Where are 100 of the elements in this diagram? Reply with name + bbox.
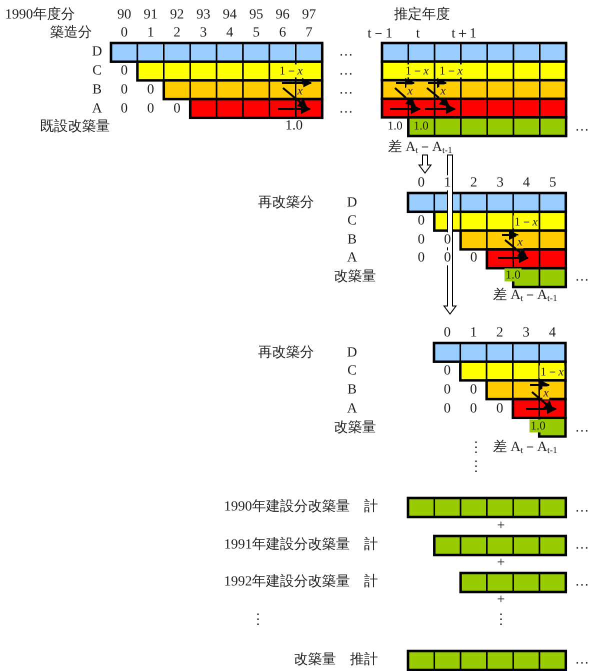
- cell-value: 1.0: [412, 119, 430, 133]
- cell-value: 0: [444, 363, 451, 379]
- year-label: t: [416, 26, 420, 42]
- cell-value: 0: [418, 250, 425, 266]
- formula-label: x: [296, 84, 304, 98]
- heading: 既設改築量: [40, 119, 110, 135]
- column-number: 0: [444, 325, 451, 341]
- formula-label: 差 A$_{t}$－A$_{t-1}$: [493, 440, 558, 456]
- column-number: 3: [496, 175, 504, 191]
- heading: 再改築分: [258, 345, 314, 361]
- cell-value: 0: [174, 101, 180, 117]
- ellipsis: …: [575, 574, 589, 590]
- column-number: 2: [470, 175, 478, 191]
- ellipsis: …: [575, 420, 589, 436]
- row-letter: C: [347, 213, 357, 229]
- row-letter: A: [346, 401, 358, 417]
- formula-label: 1－x: [513, 215, 539, 229]
- row-letter: B: [347, 382, 357, 398]
- row-letter: B: [347, 232, 357, 248]
- ellipsis: …: [339, 44, 353, 60]
- cell-value: 0: [147, 82, 154, 98]
- cell-value: 0: [147, 101, 154, 117]
- cell-value: 0: [470, 250, 478, 266]
- year-number: 90: [117, 7, 132, 23]
- cell-value: 1.0: [285, 118, 303, 134]
- year-number: 94: [222, 7, 237, 23]
- cell-value: 0: [120, 101, 128, 117]
- ellipsis: …: [575, 652, 589, 668]
- column-number: 3: [200, 25, 207, 41]
- heading: 改築量: [334, 420, 376, 436]
- cell-value: 1.0: [386, 119, 404, 133]
- column-number: 3: [522, 325, 530, 341]
- plus-sign: +: [497, 555, 505, 571]
- formula-label: 1－x: [438, 64, 464, 78]
- sum-label: 改築量 推計: [294, 652, 378, 668]
- cell-value: 0: [470, 401, 477, 417]
- formula-label: 1－x: [278, 64, 304, 78]
- column-number: 5: [252, 25, 260, 41]
- cell-value: 0: [496, 401, 504, 417]
- cell-value: 0: [418, 232, 425, 248]
- column-number: 1: [470, 325, 477, 341]
- cell-value: 0: [444, 250, 451, 266]
- ellipsis: …: [339, 63, 353, 79]
- sum-label: 1992年建設分改築量 計: [224, 574, 378, 590]
- column-number: 1: [444, 175, 451, 191]
- column-number: 4: [522, 175, 530, 191]
- row-letter: C: [347, 363, 357, 379]
- ellipsis: …: [339, 82, 353, 98]
- cell-value: 1.0: [530, 419, 546, 433]
- heading: 改築量: [334, 269, 376, 285]
- column-number: 2: [496, 325, 504, 341]
- heading: 推定年度: [394, 7, 450, 23]
- plus-sign: +: [497, 592, 505, 608]
- row-letter: A: [92, 101, 102, 117]
- formula-label: 1－x: [404, 64, 430, 78]
- formula-label: 1－x: [539, 365, 565, 379]
- cell-value: 1.0: [504, 268, 522, 282]
- formula-label: 差 A$_{t}$－A$_{t-1}$: [493, 288, 558, 304]
- cell-value: 0: [444, 382, 451, 398]
- vertical-ellipsis: ⋮: [469, 440, 483, 456]
- column-number: 0: [120, 25, 128, 41]
- ellipsis: …: [575, 500, 589, 516]
- column-number: 7: [306, 25, 312, 41]
- row-letter: D: [346, 345, 358, 361]
- formula-label: x: [516, 235, 524, 249]
- plus-sign: +: [497, 518, 505, 534]
- row-letter: A: [346, 250, 358, 266]
- ellipsis: …: [575, 537, 589, 553]
- column-number: 4: [226, 25, 234, 41]
- year-number: 92: [170, 7, 184, 23]
- year-number: 91: [144, 7, 158, 23]
- column-number: 6: [279, 25, 286, 41]
- row-letter: C: [92, 63, 102, 79]
- ellipsis: …: [339, 101, 353, 117]
- formula-label: x: [439, 84, 447, 98]
- vertical-ellipsis: ⋮: [469, 459, 483, 475]
- column-number: 2: [174, 25, 180, 41]
- formula-label: x: [406, 84, 414, 98]
- formula-label: 差 A$_{t}$－A$_{t-1}$: [388, 140, 452, 156]
- cell-value: 0: [444, 401, 451, 417]
- cell-value: 0: [470, 382, 477, 398]
- vertical-ellipsis: ⋮: [251, 612, 265, 628]
- ellipsis: …: [575, 119, 589, 135]
- cell-value: 0: [120, 63, 128, 79]
- heading: 再改築分: [258, 195, 314, 211]
- formula-label: x: [542, 386, 550, 400]
- row-letter: D: [346, 195, 358, 211]
- year-number: 95: [249, 7, 264, 23]
- sum-label: 1991年建設分改築量 計: [224, 537, 378, 553]
- vertical-ellipsis: ⋮: [494, 612, 508, 628]
- year-number: 97: [302, 7, 316, 23]
- column-number: 4: [548, 325, 556, 341]
- year-label: t－1: [368, 26, 392, 42]
- cell-value: 0: [418, 213, 425, 229]
- row-letter: B: [92, 82, 102, 98]
- year-number: 93: [196, 7, 210, 23]
- heading: 築造分: [50, 25, 92, 41]
- ellipsis: …: [575, 269, 589, 285]
- cell-value: 0: [120, 82, 128, 98]
- year-number: 96: [276, 7, 290, 23]
